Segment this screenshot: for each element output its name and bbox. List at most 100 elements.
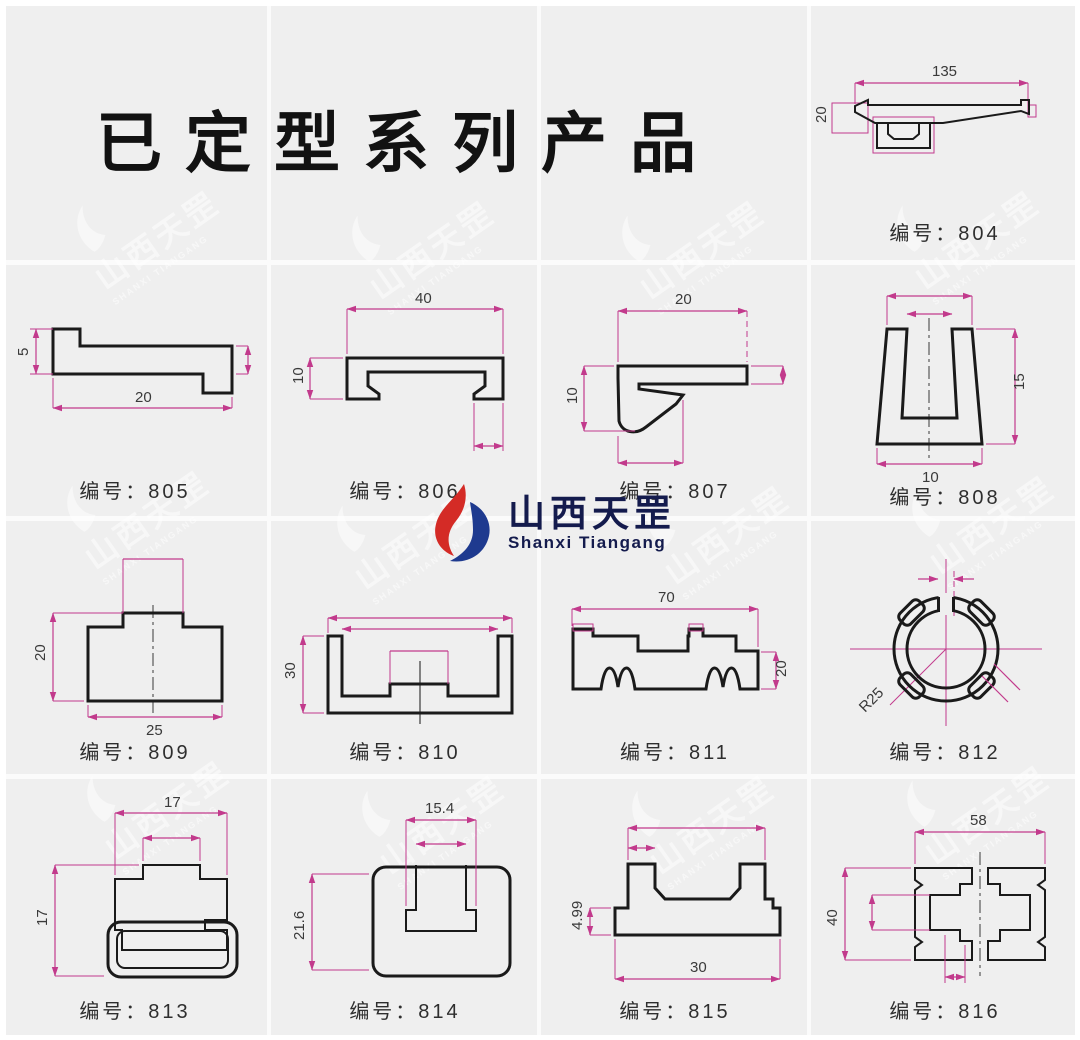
dimension-lines — [49, 558, 223, 721]
profile-drawing-813: 17 17 — [34, 794, 239, 979]
dimension-lines — [299, 614, 513, 714]
dimension-label: 135 — [932, 63, 957, 80]
dimension-label: 30 — [282, 662, 299, 679]
dimension-label: 4.99 — [569, 901, 586, 930]
profile-drawing-815: 4.99 30 — [569, 824, 782, 983]
cell-label: 编号：814 — [349, 1001, 461, 1023]
dimension-label: 20 — [773, 660, 790, 677]
dimension-lines — [571, 605, 780, 690]
dimension-label: 10 — [290, 367, 307, 384]
dimension-label: 25 — [146, 722, 163, 739]
brand-name-cn: 山西天罡 — [508, 492, 676, 534]
dimension-lines — [850, 559, 1042, 726]
product-cell-805: 5 20 编号：805 — [0, 266, 270, 518]
dimension-lines — [981, 663, 1021, 703]
dimension-lines — [30, 328, 252, 412]
profile-drawing-811: 70 20 — [571, 589, 790, 691]
dimension-lines — [308, 816, 477, 971]
cell-label: 编号：804 — [889, 223, 1001, 245]
profile-drawing-814: 15.4 21.6 — [291, 800, 512, 978]
dimension-lines — [580, 307, 787, 467]
profile-drawing-805: 5 20 — [15, 327, 252, 412]
dimension-label: 5 — [15, 348, 32, 356]
cell-label: 编号：812 — [889, 742, 1001, 764]
dimension-label: 10 — [564, 387, 581, 404]
product-cell-815: 4.99 30 编号：815 — [540, 780, 810, 1040]
cell-label: 编号：807 — [619, 481, 731, 503]
dimension-label: R25 — [856, 684, 887, 715]
profile-drawing-807: 20 10 — [564, 291, 787, 467]
product-cell-810: 30 编号：810 — [270, 521, 540, 775]
product-cell-811: 70 20 编号：811 — [540, 521, 810, 775]
profile-drawing-810: 30 — [282, 614, 514, 724]
dimension-label: 70 — [658, 589, 675, 606]
profile-outline — [875, 327, 984, 446]
profile-outline — [326, 634, 514, 715]
page-margin — [1075, 0, 1080, 1040]
dimension-lines — [586, 824, 781, 983]
logo-swoosh-blue — [450, 502, 490, 562]
profile-outline — [613, 862, 782, 937]
profile-drawing-808: 15 10 — [875, 292, 1028, 486]
brand-logo-text: 山西天罡 Shanxi Tiangang — [508, 492, 676, 554]
cell-label: 编号：815 — [619, 1001, 731, 1023]
dimension-lines — [876, 292, 1019, 468]
profile-drawing-806: 40 10 — [290, 290, 505, 451]
dimension-label: 17 — [34, 909, 51, 926]
dimension-label: 58 — [970, 812, 987, 829]
page-title: 已定型系列产品 — [96, 106, 719, 180]
product-cell-804: 135 20 编号：804 — [810, 0, 1080, 262]
brand-logo-icon — [435, 484, 490, 562]
cell-label: 编号：811 — [620, 742, 730, 764]
cell-label: 编号：805 — [79, 481, 191, 503]
product-cell-806: 40 10 编号：806 — [270, 266, 540, 518]
dimension-label: 20 — [813, 106, 830, 123]
dimension-label: 20 — [135, 389, 152, 406]
cell-label: 编号：809 — [79, 742, 191, 764]
dimension-label: 30 — [690, 959, 707, 976]
dimension-label: 20 — [32, 644, 49, 661]
dimension-label: 40 — [415, 290, 432, 307]
product-cell-816: 58 40 编号：816 — [810, 780, 1080, 1040]
dimension-lines — [51, 809, 228, 977]
cell-label: 编号：808 — [889, 487, 1001, 509]
profile-outline — [86, 611, 224, 703]
profile-drawing-812: R25 — [850, 559, 1042, 726]
page-margin — [0, 0, 1080, 6]
profile-drawing-809: 20 25 — [32, 558, 224, 739]
profile-outline — [371, 865, 512, 978]
profile-outline — [854, 98, 1030, 149]
profile-outline — [616, 364, 749, 434]
dimension-label: 40 — [824, 909, 841, 926]
profile-outline — [51, 327, 234, 395]
watermark-swoosh-icon — [77, 205, 106, 252]
page-margin — [0, 0, 6, 1040]
product-cell-814: 15.4 21.6 编号：814 — [270, 780, 540, 1040]
profile-outline — [571, 627, 760, 691]
page-margin — [0, 1035, 1080, 1040]
dimension-label: 15.4 — [425, 800, 454, 817]
dimension-lines — [841, 828, 1046, 983]
profile-outline — [106, 864, 239, 979]
brand-logo: 山西天罡 Shanxi Tiangang — [424, 480, 676, 568]
grid-line-horizontal — [0, 260, 1080, 265]
cell-label: 编号：806 — [349, 481, 461, 503]
profile-drawing-804: 135 20 — [813, 63, 1037, 154]
profile-outline — [914, 867, 1046, 961]
dimension-label: 10 — [922, 469, 939, 486]
dimension-lines — [306, 305, 504, 451]
product-cell-809: 20 25 编号：809 — [0, 521, 270, 775]
grid-line-horizontal — [0, 774, 1080, 779]
cell-label: 编号：813 — [79, 1001, 191, 1023]
profile-outline — [892, 593, 1000, 703]
product-cell-813: 17 17 编号：813 — [0, 780, 270, 1040]
product-cell-807: 20 10 编号：807 — [540, 266, 810, 518]
grid-line-horizontal — [0, 516, 1080, 521]
dimension-label: 21.6 — [291, 911, 308, 940]
dimension-label: 15 — [1011, 373, 1028, 390]
product-cell-812: R25 编号：812 — [810, 521, 1080, 775]
profile-drawing-816: 58 40 — [824, 812, 1046, 983]
brand-name-en: Shanxi Tiangang — [508, 533, 667, 553]
dimension-label: 17 — [164, 794, 181, 811]
logo-flame-red — [435, 484, 466, 556]
